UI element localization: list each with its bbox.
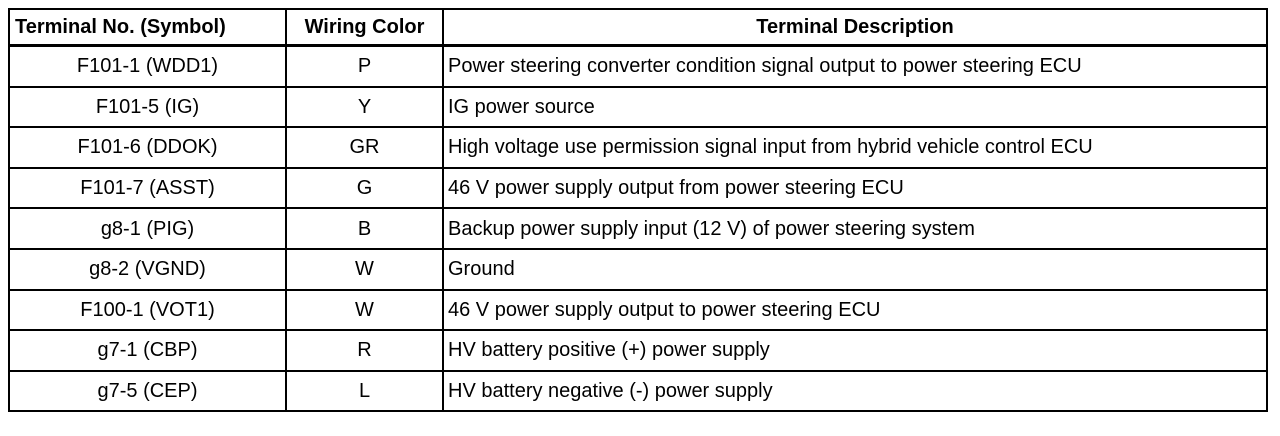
terminal-cell: F101-7 (ASST) [8,166,287,210]
table-row: F101-5 (IG) Y IG power source [8,85,1268,129]
description-cell: Power steering converter condition signa… [442,43,1268,88]
wiring-color-cell: W [285,247,444,291]
terminal-cell: F100-1 (VOT1) [8,288,287,332]
description-cell: 46 V power supply output to power steeri… [442,288,1268,332]
wiring-color-cell: P [285,43,444,88]
description-cell: High voltage use permission signal input… [442,126,1268,169]
description-cell: 46 V power supply output from power stee… [442,166,1268,210]
wiring-color-cell: L [285,369,444,413]
table-row: F100-1 (VOT1) W 46 V power supply output… [8,288,1268,332]
table-row: F101-1 (WDD1) P Power steering converter… [8,43,1268,88]
table-row: g8-1 (PIG) B Backup power supply input (… [8,207,1268,250]
description-cell: Ground [442,247,1268,291]
wiring-color-cell: Y [285,85,444,129]
wiring-color-cell: G [285,166,444,210]
description-cell: HV battery negative (-) power supply [442,369,1268,413]
terminal-cell: g8-2 (VGND) [8,247,287,291]
header-description: Terminal Description [442,8,1268,47]
header-wiring-color: Wiring Color [285,8,444,47]
terminal-cell: g7-5 (CEP) [8,369,287,413]
table-row: g7-5 (CEP) L HV battery negative (-) pow… [8,369,1268,413]
wiring-color-cell: R [285,329,444,372]
table-row: F101-7 (ASST) G 46 V power supply output… [8,166,1268,210]
terminal-cell: F101-6 (DDOK) [8,126,287,169]
header-terminal: Terminal No. (Symbol) [8,8,287,47]
table-row: g7-1 (CBP) R HV battery positive (+) pow… [8,329,1268,372]
wiring-color-cell: GR [285,126,444,169]
header-row: Terminal No. (Symbol) Wiring Color Termi… [8,8,1268,47]
description-cell: Backup power supply input (12 V) of powe… [442,207,1268,250]
table-body: F101-1 (WDD1) P Power steering converter… [8,43,1268,413]
wiring-color-cell: W [285,288,444,332]
terminal-cell: g8-1 (PIG) [8,207,287,250]
wiring-color-cell: B [285,207,444,250]
terminal-cell: F101-5 (IG) [8,85,287,129]
description-cell: HV battery positive (+) power supply [442,329,1268,372]
table-header: Terminal No. (Symbol) Wiring Color Termi… [8,8,1268,47]
table-row: g8-2 (VGND) W Ground [8,247,1268,291]
table-row: F101-6 (DDOK) GR High voltage use permis… [8,126,1268,169]
terminal-cell: F101-1 (WDD1) [8,43,287,88]
terminal-cell: g7-1 (CBP) [8,329,287,372]
description-cell: IG power source [442,85,1268,129]
terminal-table: Terminal No. (Symbol) Wiring Color Termi… [8,8,1268,413]
